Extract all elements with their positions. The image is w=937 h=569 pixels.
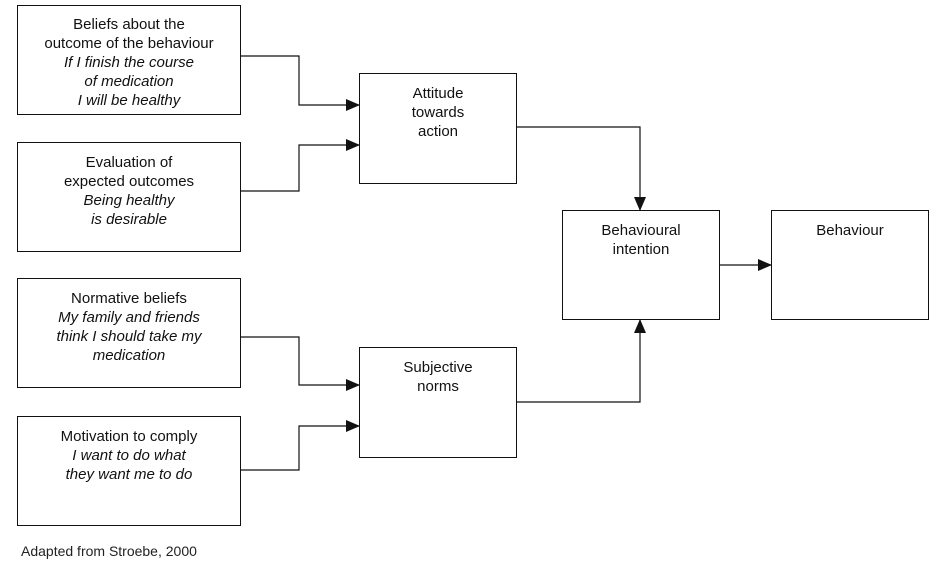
arrow-attitude-to-intention [517,126,646,211]
normative-example-line: medication [92,347,166,364]
normative-title-line: Normative beliefs [71,290,187,307]
normative-example-line: think I should take my [56,328,202,345]
intention-label-line: intention [612,241,670,258]
evaluation-title-line: expected outcomes [63,173,195,190]
attitude-label-line: action [417,123,459,140]
beliefs-example-line: of medication [84,73,174,90]
subjective-label-line: norms [417,378,459,395]
motivation-title-line: Motivation to comply [60,428,198,445]
beliefs-example-line: If I finish the course [63,54,195,71]
evaluation-example-line: is desirable [91,211,167,228]
beliefs-title-line: Beliefs about the [73,16,185,33]
arrow-evaluation-to-attitude [241,139,360,192]
arrow-normative-to-subjective [241,336,360,391]
subjective-norms-box: Subjective norms [359,347,517,458]
beliefs-title-line: outcome of the behaviour [44,35,214,52]
beliefs-about-outcome-box: Beliefs about the outcome of the behavio… [17,5,241,115]
motivation-example-line: they want me to do [65,466,193,483]
attitude-label-line: towards [411,104,465,121]
motivation-to-comply-box: Motivation to comply I want to do what t… [17,416,241,526]
normative-beliefs-box: Normative beliefs My family and friends … [17,278,241,388]
behaviour-label-line: Behaviour [816,222,884,239]
subjective-label-line: Subjective [403,359,473,376]
behaviour-box: Behaviour [771,210,929,320]
behavioural-intention-box: Behavioural intention [562,210,720,320]
beliefs-example-line: I will be healthy [77,92,181,109]
normative-example-line: My family and friends [58,309,200,326]
intention-label-line: Behavioural [601,222,681,239]
evaluation-title-line: Evaluation of [85,154,173,171]
arrow-beliefs-to-attitude [241,55,360,111]
arrow-subjective-to-intention [517,319,646,403]
evaluation-example-line: Being healthy [83,192,175,209]
evaluation-of-outcomes-box: Evaluation of expected outcomes Being he… [17,142,241,252]
arrow-motivation-to-subjective [241,420,360,471]
motivation-example-line: I want to do what [72,447,186,464]
attitude-towards-action-box: Attitude towards action [359,73,517,184]
source-note: Adapted from Stroebe, 2000 [21,543,197,559]
attitude-label-line: Attitude [412,85,464,102]
